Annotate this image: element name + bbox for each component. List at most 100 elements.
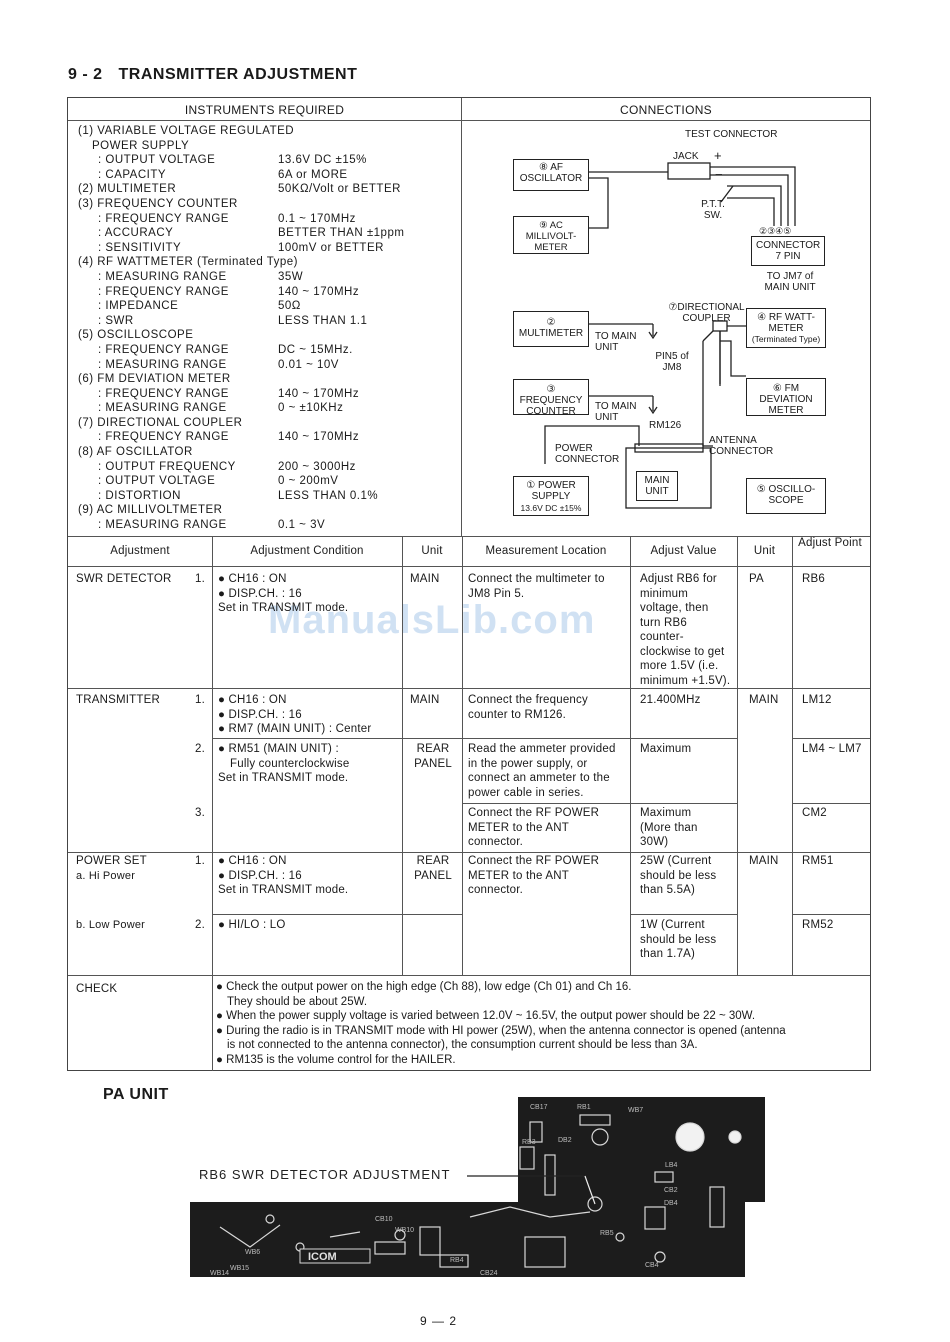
instrument-value: 140 ~ 170MHz bbox=[278, 285, 360, 298]
adjustment-table: INSTRUMENTS REQUIRED CONNECTIONS (1) VAR… bbox=[67, 97, 871, 1071]
instrument-value: 50Ω bbox=[278, 300, 301, 313]
tx-condition1: ● CH16 : ON● DISP.CH. : 16● RM7 (MAIN UN… bbox=[218, 694, 372, 735]
instrument-label: POWER SUPPLY bbox=[92, 139, 190, 152]
plus-sign: + bbox=[714, 148, 722, 163]
tx-point1: LM12 bbox=[802, 694, 832, 706]
svg-text:RB3: RB3 bbox=[522, 1139, 536, 1146]
instrument-label: : FREQUENCY RANGE bbox=[98, 431, 229, 444]
col-value: Adjust Value bbox=[650, 545, 717, 557]
pin5-jm8-label: PIN5 of JM8 bbox=[655, 351, 689, 373]
rb6-callout: RB6 SWR DETECTOR ADJUSTMENT bbox=[199, 1167, 451, 1182]
swr-unit2: PA bbox=[749, 573, 764, 585]
test-connector-label: TEST CONNECTOR bbox=[685, 129, 778, 140]
instrument-label: : CAPACITY bbox=[98, 168, 167, 181]
instrument-value: DC ~ 15MHz. bbox=[278, 343, 353, 356]
instrument-row: (1) VARIABLE VOLTAGE REGULATED bbox=[78, 124, 298, 139]
watermark: ManualsLib.com bbox=[268, 598, 596, 642]
to-main-unit-label-1: TO MAIN UNIT bbox=[595, 331, 637, 353]
connections-header: CONNECTIONS bbox=[620, 103, 712, 117]
instrument-label: : ACCURACY bbox=[98, 227, 174, 240]
tx-location3: Connect the RF POWER METER to the ANT co… bbox=[468, 807, 600, 848]
instrument-row: POWER SUPPLY bbox=[78, 139, 298, 154]
tx-unit1: MAIN bbox=[410, 694, 440, 706]
svg-text:RB1: RB1 bbox=[577, 1104, 591, 1111]
power-set-name: POWER SET bbox=[76, 855, 147, 867]
pset-unit2: MAIN bbox=[749, 855, 779, 867]
instrument-value: 140 ~ 170MHz bbox=[278, 431, 360, 444]
instrument-value: LESS THAN 0.1% bbox=[278, 489, 379, 502]
swr-location: Connect the multimeter to JM8 Pin 5. bbox=[468, 573, 605, 600]
instrument-label: (1) VARIABLE VOLTAGE REGULATED bbox=[78, 125, 295, 137]
instrument-value: BETTER THAN ±1ppm bbox=[278, 227, 405, 240]
jack-label: JACK bbox=[673, 151, 699, 162]
pset-step2: 2. bbox=[195, 919, 205, 931]
swr-point: RB6 bbox=[802, 573, 825, 585]
power-set-lo: b. Low Power bbox=[76, 919, 146, 931]
instrument-label: (8) AF OSCILLATOR bbox=[78, 446, 193, 459]
tx-value2: Maximum bbox=[640, 743, 692, 755]
instrument-label: (5) OSCILLOSCOPE bbox=[78, 329, 194, 342]
instrument-row: (3) FREQUENCY COUNTER bbox=[78, 197, 298, 212]
swr-step: 1. bbox=[195, 573, 205, 585]
check-notes: ● Check the output power on the high edg… bbox=[216, 981, 786, 1066]
multimeter-box: ② MULTIMETER bbox=[513, 311, 589, 347]
tx-unit-rear: REAR PANEL bbox=[414, 743, 452, 770]
col-adjustment: Adjustment bbox=[110, 545, 170, 557]
instrument-label: (3) FREQUENCY COUNTER bbox=[78, 197, 238, 210]
instrument-row: (6) FM DEVIATION METER bbox=[78, 372, 298, 387]
minus-sign: − bbox=[715, 167, 723, 182]
pset-value2: 1W (Current should be less than 1.7A) bbox=[640, 919, 717, 960]
instrument-label: : SWR bbox=[98, 314, 134, 327]
instrument-value: 13.6V DC ±15% bbox=[278, 154, 367, 167]
pset-condition2: ● HI/LO : LO bbox=[218, 919, 286, 931]
svg-text:WB7: WB7 bbox=[628, 1107, 643, 1114]
svg-text:CB24: CB24 bbox=[480, 1270, 498, 1277]
instrument-label: : FREQUENCY RANGE bbox=[98, 343, 229, 356]
tx-value3: Maximum (More than 30W) bbox=[640, 807, 698, 848]
pset-unit: REAR PANEL bbox=[414, 855, 452, 882]
instrument-value: 100mV or BETTER bbox=[278, 241, 384, 254]
diagram-wires bbox=[544, 162, 796, 509]
page-number: 9 — 2 bbox=[420, 1314, 458, 1328]
connection-diagram: TEST CONNECTOR JACK + − ⑧ AF OSCILLATOR … bbox=[463, 126, 868, 526]
transmitter-name: TRANSMITTER bbox=[76, 694, 160, 706]
af-oscillator-box: ⑧ AF OSCILLATOR bbox=[513, 159, 589, 191]
instrument-value: 50KΩ/Volt or BETTER bbox=[278, 183, 401, 196]
frequency-counter-box: ③ FREQUENCY COUNTER bbox=[513, 379, 589, 417]
pset-location: Connect the RF POWER METER to the ANT co… bbox=[468, 855, 600, 896]
instrument-label: (2) MULTIMETER bbox=[78, 183, 177, 196]
tx-unit2: MAIN bbox=[749, 694, 779, 706]
instrument-label: : FREQUENCY RANGE bbox=[98, 387, 229, 400]
svg-text:CB17: CB17 bbox=[530, 1104, 548, 1111]
instrument-label: : IMPEDANCE bbox=[98, 300, 179, 313]
instrument-value: 0.01 ~ 10V bbox=[278, 358, 339, 371]
instrument-label: (9) AC MILLIVOLTMETER bbox=[78, 504, 223, 517]
instrument-label: (6) FM DEVIATION METER bbox=[78, 373, 231, 386]
check-name: CHECK bbox=[76, 983, 118, 995]
col-point: Adjust Point bbox=[798, 537, 862, 549]
instrument-label: : MEASURING RANGE bbox=[98, 270, 227, 283]
main-unit-box: MAIN UNIT bbox=[636, 471, 678, 501]
svg-text:WB14: WB14 bbox=[210, 1270, 229, 1277]
section-title: TRANSMITTER ADJUSTMENT bbox=[118, 66, 358, 83]
instrument-row: : SENSITIVITY 100mV or BETTER bbox=[78, 241, 383, 256]
swr-value: Adjust RB6 for minimum voltage, then tur… bbox=[640, 573, 731, 687]
svg-text:DB2: DB2 bbox=[558, 1137, 572, 1144]
instrument-row: : FREQUENCY RANGE DC ~ 15MHz. bbox=[78, 343, 352, 358]
fm-deviation-meter-box: ⑥ FM DEVIATION METER bbox=[746, 378, 826, 416]
col-unit2: Unit bbox=[753, 545, 776, 557]
ac-millivoltmeter-box: ⑨ AC MILLIVOLT-METER bbox=[513, 216, 589, 254]
instrument-row: (7) DIRECTIONAL COUPLER bbox=[78, 416, 298, 431]
instrument-row: (4) RF WATTMETER (Terminated Type) bbox=[78, 255, 298, 270]
svg-text:CB4: CB4 bbox=[645, 1262, 659, 1269]
instrument-label: : SENSITIVITY bbox=[98, 241, 182, 254]
